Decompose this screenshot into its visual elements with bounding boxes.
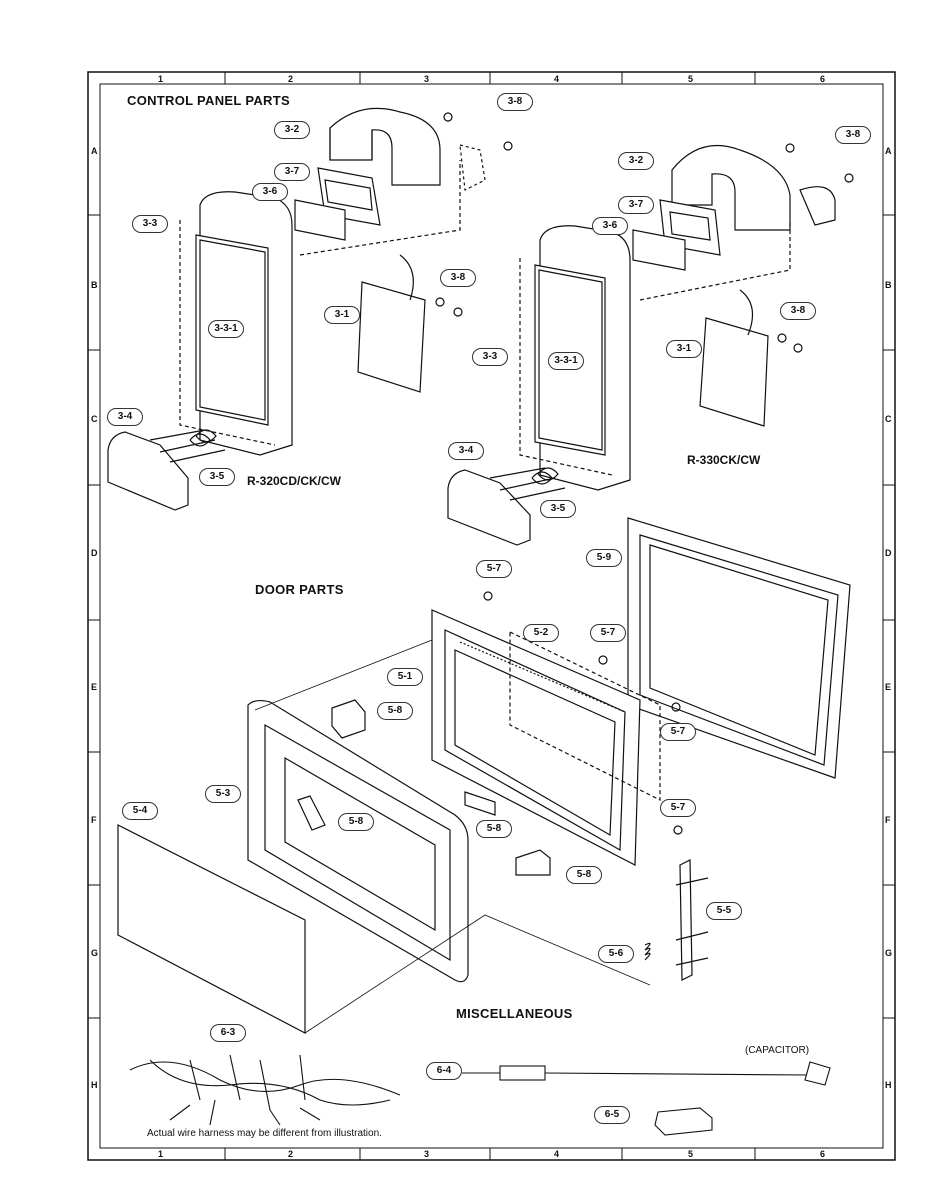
grid-col-1-bottom: 1	[158, 1149, 164, 1159]
callout-3-8-left-b: 3-8	[440, 269, 476, 287]
callout-3-8-right-c: 3-8	[780, 302, 816, 320]
callout-5-8-d: 5-8	[566, 866, 602, 884]
grid-row-b-right: B	[885, 280, 892, 290]
callout-3-5-right: 3-5	[540, 500, 576, 518]
door-parts-title: DOOR PARTS	[255, 582, 344, 597]
callout-5-8-c: 5-8	[476, 820, 512, 838]
grid-row-a: A	[91, 146, 98, 156]
callout-3-2-left: 3-2	[274, 121, 310, 139]
callout-5-7-c: 5-7	[660, 723, 696, 741]
grid-row-h: H	[91, 1080, 98, 1090]
callout-3-6-right: 3-6	[592, 217, 628, 235]
callout-5-8-b: 5-8	[338, 813, 374, 831]
grid-row-h-right: H	[885, 1080, 892, 1090]
grid-col-4: 4	[554, 74, 560, 84]
grid-col-5-bottom: 5	[688, 1149, 694, 1159]
grid-row-g: G	[91, 948, 99, 958]
grid-row-c: C	[91, 414, 98, 424]
miscellaneous-title: MISCELLANEOUS	[456, 1006, 573, 1021]
grid-col-3: 3	[424, 74, 430, 84]
grid-row-g-right: G	[885, 948, 893, 958]
callout-6-5: 6-5	[594, 1106, 630, 1124]
callout-5-2: 5-2	[523, 624, 559, 642]
grid-row-c-right: C	[885, 414, 892, 424]
callout-5-5: 5-5	[706, 902, 742, 920]
grid-col-2-bottom: 2	[288, 1149, 294, 1159]
grid-row-f: F	[91, 815, 97, 825]
callout-5-9: 5-9	[586, 549, 622, 567]
callout-3-3-left: 3-3	[132, 215, 168, 233]
callout-3-5-left: 3-5	[199, 468, 235, 486]
callout-3-8-left-a: 3-8	[497, 93, 533, 111]
grid-col-1: 1	[158, 74, 164, 84]
callout-6-3: 6-3	[210, 1024, 246, 1042]
callout-5-6: 5-6	[598, 945, 634, 963]
callout-3-6-left: 3-6	[252, 183, 288, 201]
grid-row-a-right: A	[885, 146, 892, 156]
model-label-left: R-320CD/CK/CW	[247, 474, 342, 488]
grid-col-2: 2	[288, 74, 294, 84]
grid-col-3-bottom: 3	[424, 1149, 430, 1159]
grid-col-6: 6	[820, 74, 826, 84]
grid-row-e-right: E	[885, 682, 892, 692]
grid-col-6-bottom: 6	[820, 1149, 826, 1159]
callout-5-7-b: 5-7	[590, 624, 626, 642]
callout-3-3-1-right: 3-3-1	[548, 352, 584, 370]
grid-row-b: B	[91, 280, 98, 290]
grid-col-4-bottom: 4	[554, 1149, 560, 1159]
callout-6-4: 6-4	[426, 1062, 462, 1080]
callout-3-2-right: 3-2	[618, 152, 654, 170]
callout-5-8-a: 5-8	[377, 702, 413, 720]
callout-3-4-left: 3-4	[107, 408, 143, 426]
grid-row-d-right: D	[885, 548, 892, 558]
capacitor-label: (CAPACITOR)	[745, 1045, 810, 1056]
callout-3-7-right: 3-7	[618, 196, 654, 214]
grid-row-f-right: F	[885, 815, 891, 825]
callout-3-1-right: 3-1	[666, 340, 702, 358]
control-panel-parts-title: CONTROL PANEL PARTS	[127, 93, 290, 108]
callout-5-7-a: 5-7	[476, 560, 512, 578]
grid-col-5: 5	[688, 74, 694, 84]
wire-harness-note: Actual wire harness may be different fro…	[147, 1128, 382, 1139]
callout-3-1-left: 3-1	[324, 306, 360, 324]
callout-5-7-d: 5-7	[660, 799, 696, 817]
callout-5-4: 5-4	[122, 802, 158, 820]
callout-3-8-right-a: 3-8	[835, 126, 871, 144]
callout-3-3-right: 3-3	[472, 348, 508, 366]
callout-3-4-right: 3-4	[448, 442, 484, 460]
grid-row-e: E	[91, 682, 98, 692]
grid-row-d: D	[91, 548, 98, 558]
callout-5-3: 5-3	[205, 785, 241, 803]
callout-3-3-1-left: 3-3-1	[208, 320, 244, 338]
callout-5-1: 5-1	[387, 668, 423, 686]
model-label-right: R-330CK/CW	[687, 453, 761, 467]
callout-3-7-left: 3-7	[274, 163, 310, 181]
